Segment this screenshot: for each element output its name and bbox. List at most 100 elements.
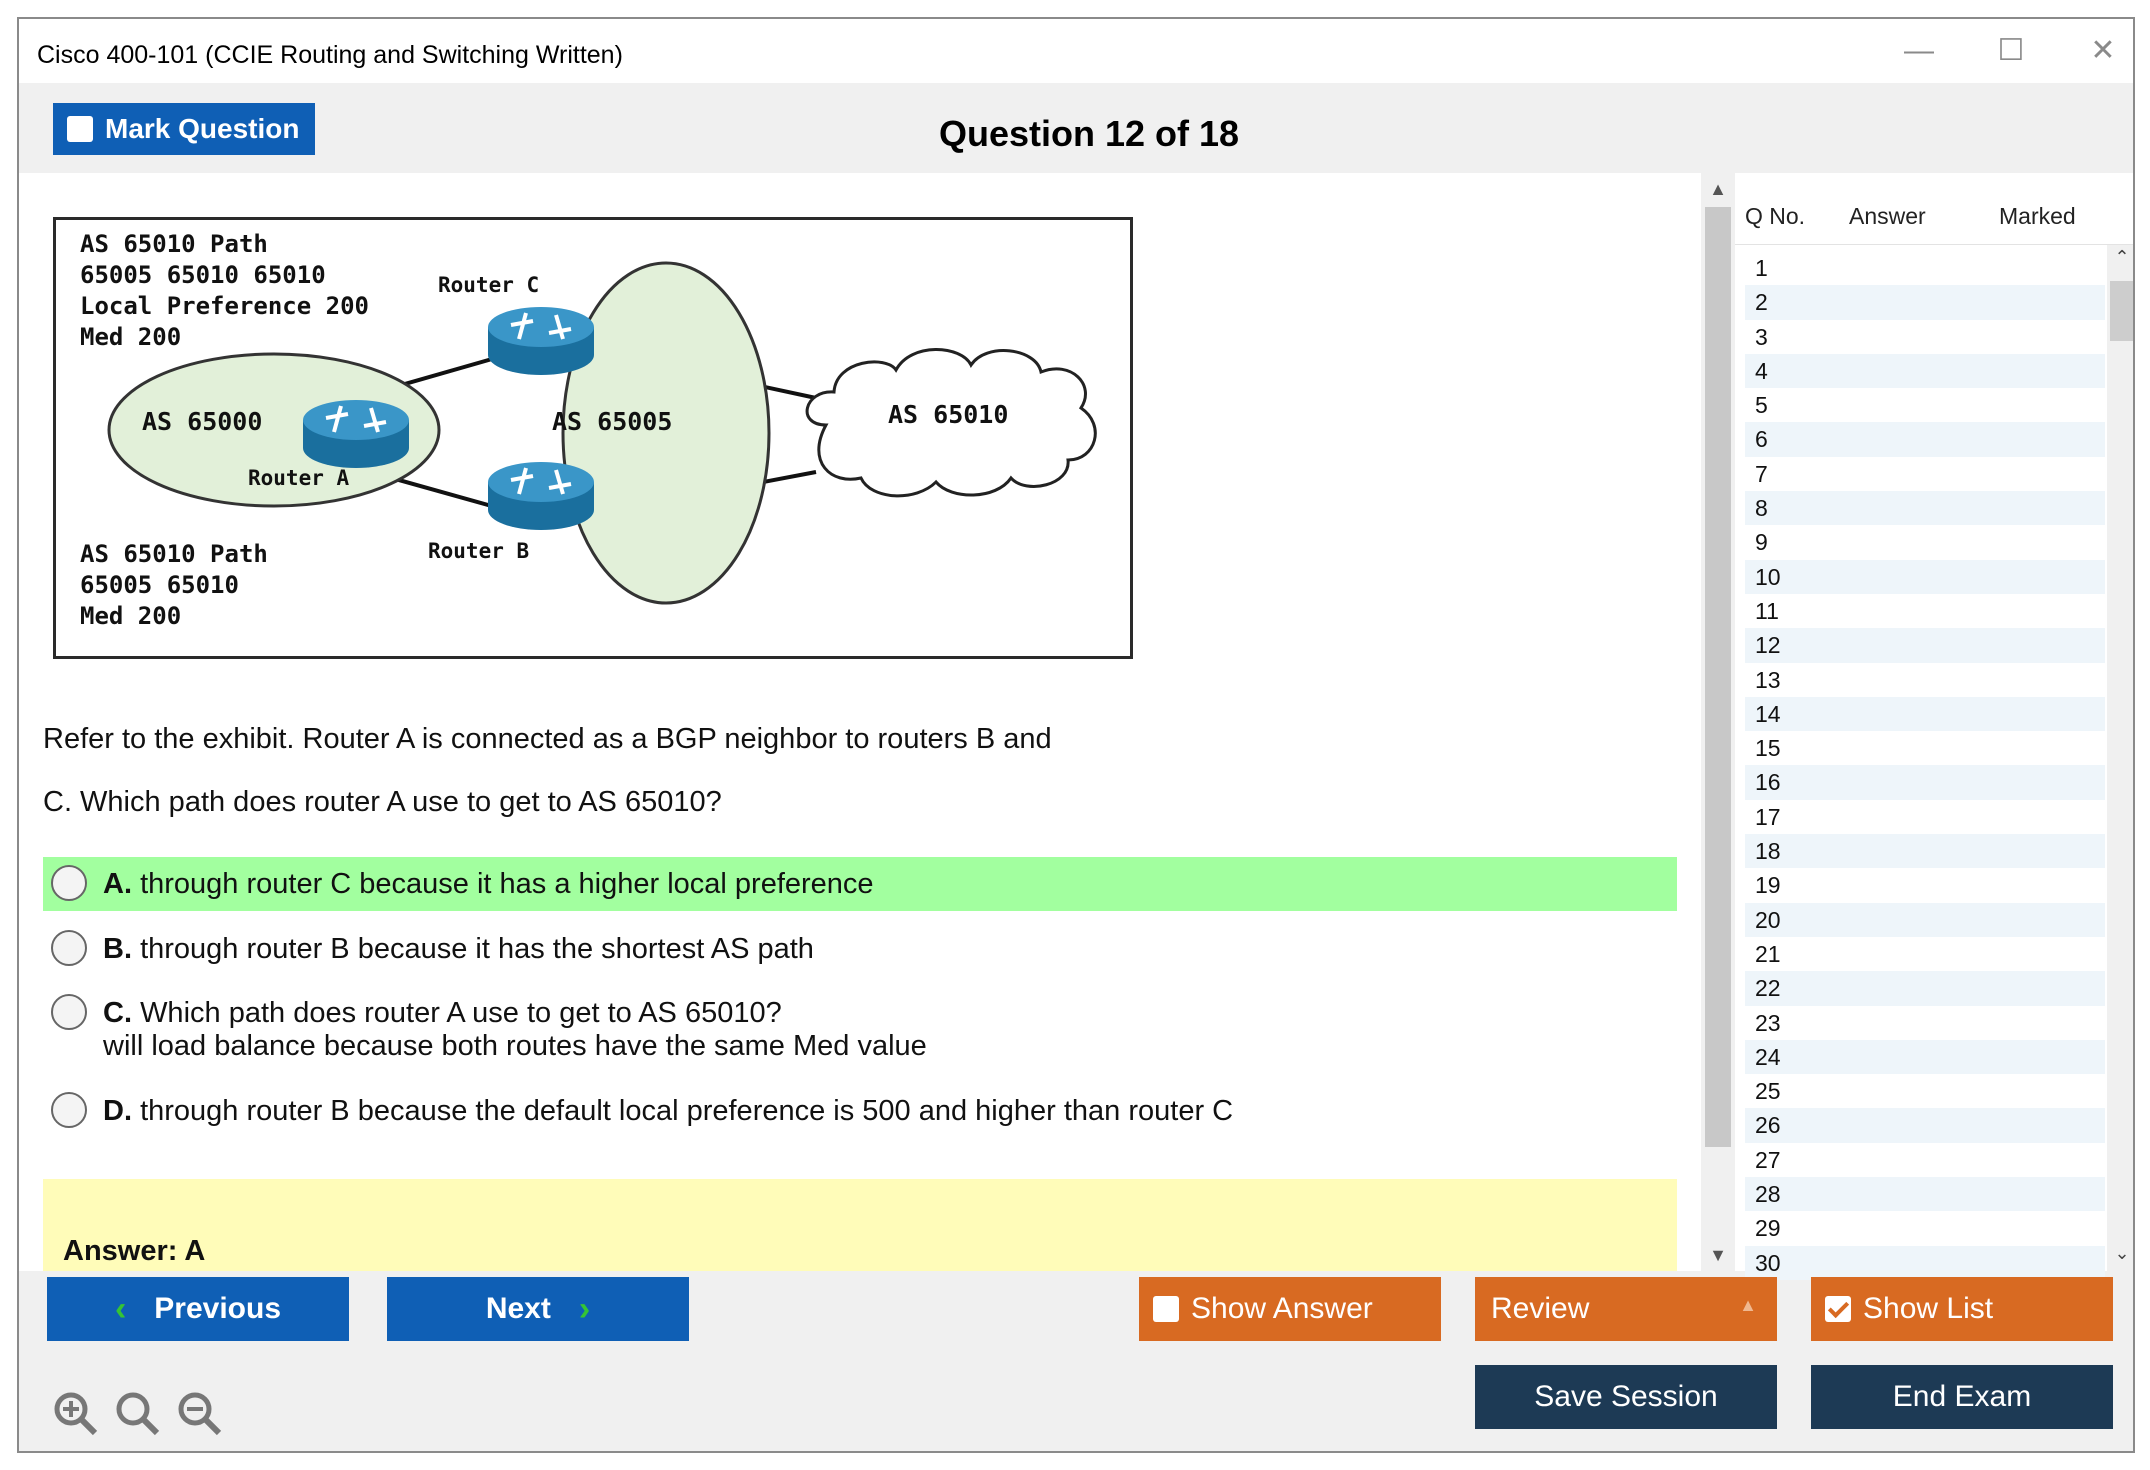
choice-b[interactable]: B. through router B because it has the s…	[43, 922, 1677, 972]
list-item[interactable]: 16	[1745, 765, 2105, 800]
choice-b-text: through router B because it has the shor…	[140, 933, 814, 965]
choice-b-letter: B.	[103, 933, 132, 965]
question-list-header: Q No. Answer Marked	[1735, 173, 2133, 245]
show-list-label: Show List	[1863, 1292, 1994, 1325]
show-answer-button[interactable]: Show Answer	[1139, 1277, 1441, 1341]
list-item[interactable]: 29	[1755, 1215, 1781, 1242]
next-button[interactable]: Next ›	[387, 1277, 689, 1341]
scroll-up-icon[interactable]: ▲	[1709, 179, 1727, 199]
choice-c-text-line-2: will load balance because both routes ha…	[103, 1030, 927, 1062]
col-answer: Answer	[1849, 203, 1926, 229]
window-title: Cisco 400-101 (CCIE Routing and Switchin…	[37, 41, 623, 69]
list-item[interactable]: 9	[1755, 529, 1768, 556]
as-65010-label: AS 65010	[888, 400, 1008, 429]
close-icon[interactable]: ✕	[2090, 34, 2116, 67]
router-c-label: Router C	[438, 273, 539, 297]
exhibit-diagram: AS 65010 Path 65005 65010 65010 Local Pr…	[53, 217, 1133, 659]
choice-d-text: through router B because the default loc…	[140, 1095, 1234, 1127]
previous-button[interactable]: ‹ Previous	[47, 1277, 349, 1341]
scroll-down-icon[interactable]: ▼	[1709, 1245, 1727, 1265]
minimize-icon[interactable]: —	[1904, 34, 1934, 67]
list-item[interactable]: 5	[1755, 392, 1768, 419]
list-item[interactable]: 3	[1755, 323, 1768, 350]
list-scroll-up-icon[interactable]: ⌃	[2114, 247, 2130, 267]
question-list-rows: 1 2 3 4 5 6 7 8 9 10 11 12 13 14 15 16 1…	[1745, 251, 2105, 1280]
question-text-line-1: Refer to the exhibit. Router A is connec…	[43, 723, 1052, 755]
list-item[interactable]: 8	[1745, 491, 2105, 526]
end-exam-label: End Exam	[1892, 1380, 2032, 1413]
top-path-line-4: Med 200	[80, 323, 181, 351]
review-label: Review	[1491, 1292, 1590, 1325]
list-item[interactable]: 20	[1745, 902, 2105, 937]
bottom-path-line-3: Med 200	[80, 602, 181, 630]
maximize-icon[interactable]: ☐	[1997, 34, 2025, 67]
question-list: Q No. Answer Marked 1 2 3 4 5 6 7 8 9 10…	[1735, 173, 2133, 1280]
checkbox-icon	[67, 116, 93, 142]
list-item[interactable]: 23	[1755, 1009, 1781, 1036]
list-scrollbar-thumb[interactable]	[2110, 281, 2133, 341]
answer-text: Answer: A	[63, 1235, 206, 1267]
list-item[interactable]: 25	[1755, 1078, 1781, 1105]
choice-a-text: through router C because it has a higher…	[140, 868, 874, 900]
radio-b[interactable]	[51, 930, 87, 966]
list-item[interactable]: 1	[1755, 255, 1768, 281]
choice-c[interactable]: C. Which path does router A use to get t…	[43, 985, 1677, 1063]
list-item[interactable]: 26	[1745, 1108, 2105, 1143]
question-title: Question 12 of 18	[938, 113, 1240, 154]
zoom-out-icon[interactable]	[175, 1389, 223, 1437]
scrollbar-thumb[interactable]	[1705, 207, 1731, 1147]
list-item[interactable]: 17	[1755, 803, 1781, 830]
list-item[interactable]: 30	[1745, 1245, 2105, 1280]
as-65005-label: AS 65005	[552, 407, 672, 436]
review-button[interactable]: Review ▲	[1475, 1277, 1777, 1341]
choice-a[interactable]: A. through router C because it has a hig…	[43, 857, 1677, 911]
list-item[interactable]: 28	[1745, 1177, 2105, 1212]
list-item[interactable]: 13	[1755, 666, 1781, 693]
list-scrollbar[interactable]: ⌃ ⌄	[2107, 245, 2133, 1271]
exam-window: Cisco 400-101 (CCIE Routing and Switchin…	[17, 17, 2135, 1453]
router-c-icon	[488, 307, 594, 375]
list-item[interactable]: 2	[1745, 285, 2105, 320]
list-item[interactable]: 22	[1745, 971, 2105, 1006]
list-item[interactable]: 27	[1755, 1146, 1781, 1173]
zoom-in-icon[interactable]	[51, 1389, 99, 1437]
previous-label: Previous	[154, 1292, 282, 1325]
list-item[interactable]: 6	[1745, 422, 2105, 457]
list-item[interactable]: 4	[1745, 353, 2105, 389]
list-item[interactable]: 21	[1755, 940, 1781, 967]
list-item[interactable]: 12	[1745, 628, 2105, 663]
caret-up-icon: ▲	[1739, 1295, 1757, 1315]
top-path-line-1: AS 65010 Path	[80, 230, 268, 258]
question-text-line-2: C. Which path does router A use to get t…	[43, 786, 722, 818]
choice-a-letter: A.	[103, 868, 132, 900]
radio-d[interactable]	[51, 1092, 87, 1128]
list-item[interactable]: 14	[1745, 696, 2105, 732]
radio-a[interactable]	[51, 865, 87, 901]
show-answer-checkbox-icon	[1153, 1296, 1179, 1322]
router-a-label: Router A	[248, 466, 350, 490]
list-item[interactable]: 11	[1755, 597, 1779, 624]
list-item[interactable]: 7	[1755, 460, 1768, 487]
zoom-reset-icon[interactable]	[113, 1389, 161, 1437]
radio-c[interactable]	[51, 994, 87, 1030]
choice-d-letter: D.	[103, 1095, 132, 1127]
top-path-line-3: Local Preference 200	[80, 292, 369, 320]
list-item[interactable]: 18	[1745, 834, 2105, 869]
show-list-button[interactable]: Show List	[1811, 1277, 2113, 1341]
list-scroll-down-icon[interactable]: ⌄	[2114, 1243, 2130, 1263]
choice-c-letter: C.	[103, 997, 132, 1029]
list-item[interactable]: 10	[1745, 559, 2105, 594]
end-exam-button[interactable]: End Exam	[1811, 1365, 2113, 1429]
question-scrollbar[interactable]: ▲ ▼	[1701, 173, 1735, 1271]
choice-d[interactable]: D. through router B because the default …	[43, 1084, 1677, 1134]
list-item[interactable]: 15	[1755, 735, 1781, 762]
list-item[interactable]: 24	[1745, 1039, 2105, 1075]
mark-question-button[interactable]: Mark Question	[53, 103, 315, 155]
show-list-checkbox-icon	[1825, 1296, 1851, 1322]
question-panel: AS 65010 Path 65005 65010 65010 Local Pr…	[19, 173, 1701, 1271]
router-b-icon	[488, 462, 594, 530]
save-session-label: Save Session	[1534, 1380, 1718, 1413]
list-item[interactable]: 19	[1755, 872, 1781, 899]
save-session-button[interactable]: Save Session	[1475, 1365, 1777, 1429]
as-65000-label: AS 65000	[142, 407, 262, 436]
